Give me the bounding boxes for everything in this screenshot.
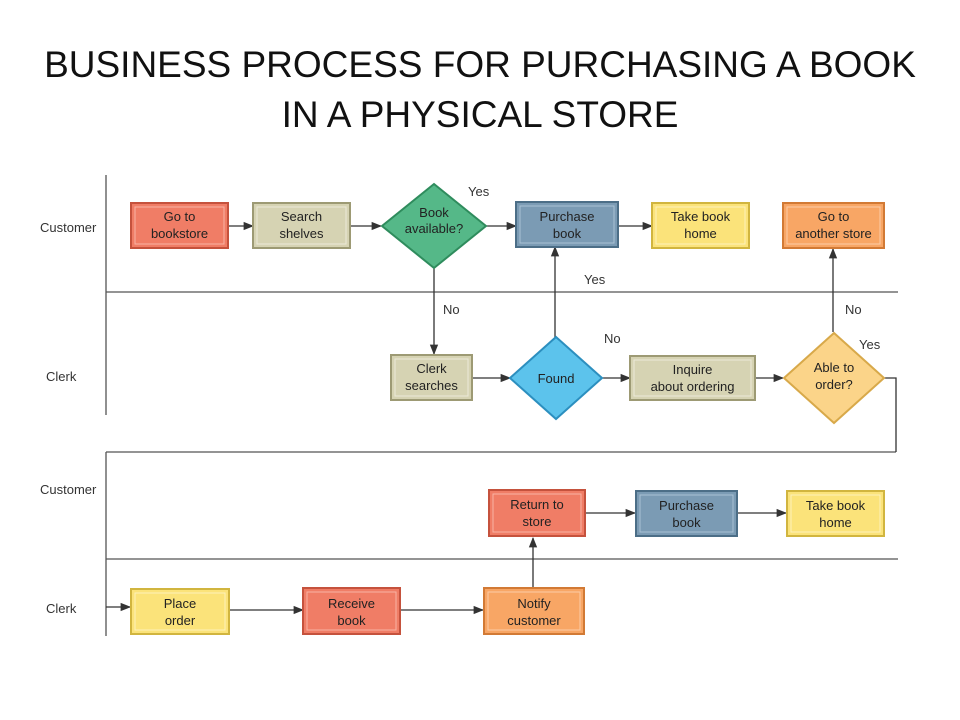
decision-book-available: Book available? [380,182,488,270]
svg-text:Book: Book [419,205,449,220]
svg-text:Place: Place [164,596,197,611]
svg-text:Receive: Receive [328,596,375,611]
svg-text:Notify: Notify [517,596,551,611]
svg-text:order?: order? [815,377,853,392]
svg-text:store: store [523,514,552,529]
svg-text:Found: Found [538,371,575,386]
node-notify-customer: Notify customer [483,587,585,635]
svg-text:Go to: Go to [818,209,850,224]
title-line-1: BUSINESS PROCESS FOR PURCHASING A BOOK [44,44,916,85]
edge-label-no-available: No [443,302,460,317]
node-clerk-searches: Clerk searches [390,354,473,401]
node-take-book-home-2: Take book home [786,490,885,537]
edge-label-yes-found: Yes [584,272,606,287]
node-purchase-book-2: Purchase book [635,490,738,537]
node-purchase-book-1: Purchase book [515,201,619,248]
svg-text:another store: another store [795,226,872,241]
svg-text:available?: available? [405,221,464,236]
node-search-shelves: Search shelves [252,202,351,249]
svg-text:about ordering: about ordering [651,379,735,394]
title-line-2: IN A PHYSICAL STORE [281,94,679,135]
decision-able-to-order: Able to order? [782,331,886,425]
svg-text:Go to: Go to [164,209,196,224]
svg-text:Clerk: Clerk [416,361,447,376]
node-go-to-another-store: Go to another store [782,202,885,249]
line-able-to-place-order [884,377,897,452]
decision-found: Found [508,335,604,421]
node-go-to-bookstore: Go to bookstore [130,202,229,249]
node-return-to-store: Return to store [488,489,586,537]
svg-text:bookstore: bookstore [151,226,208,241]
edge-label-no-able: No [845,302,862,317]
page-title: BUSINESS PROCESS FOR PURCHASING A BOOK I… [0,40,960,140]
svg-text:Take book: Take book [671,209,731,224]
svg-text:book: book [553,226,582,241]
node-take-book-home-1: Take book home [651,202,750,249]
svg-text:Inquire: Inquire [673,362,713,377]
svg-text:Return to: Return to [510,497,563,512]
svg-text:Search: Search [281,209,322,224]
edge-label-no-found: No [604,331,621,346]
svg-text:book: book [337,613,366,628]
node-place-order: Place order [130,588,230,635]
connectors [106,221,897,615]
svg-text:Purchase: Purchase [540,209,595,224]
svg-text:customer: customer [507,613,561,628]
node-inquire-about-ordering: Inquire about ordering [629,355,756,401]
edge-label-yes-able: Yes [859,337,881,352]
lane-label-clerk-1: Clerk [46,369,77,384]
svg-text:Purchase: Purchase [659,498,714,513]
lane-label-clerk-2: Clerk [46,601,77,616]
svg-text:order: order [165,613,196,628]
svg-text:Able to: Able to [814,360,854,375]
svg-text:Take book: Take book [806,498,866,513]
svg-text:home: home [819,515,852,530]
svg-text:home: home [684,226,717,241]
lane-label-customer-2: Customer [40,482,97,497]
lane-label-customer-1: Customer [40,220,97,235]
swimlane-lines [105,175,898,636]
svg-text:searches: searches [405,378,458,393]
svg-text:book: book [672,515,701,530]
edge-label-yes-available: Yes [468,184,490,199]
svg-text:shelves: shelves [279,226,324,241]
node-receive-book: Receive book [302,587,401,635]
